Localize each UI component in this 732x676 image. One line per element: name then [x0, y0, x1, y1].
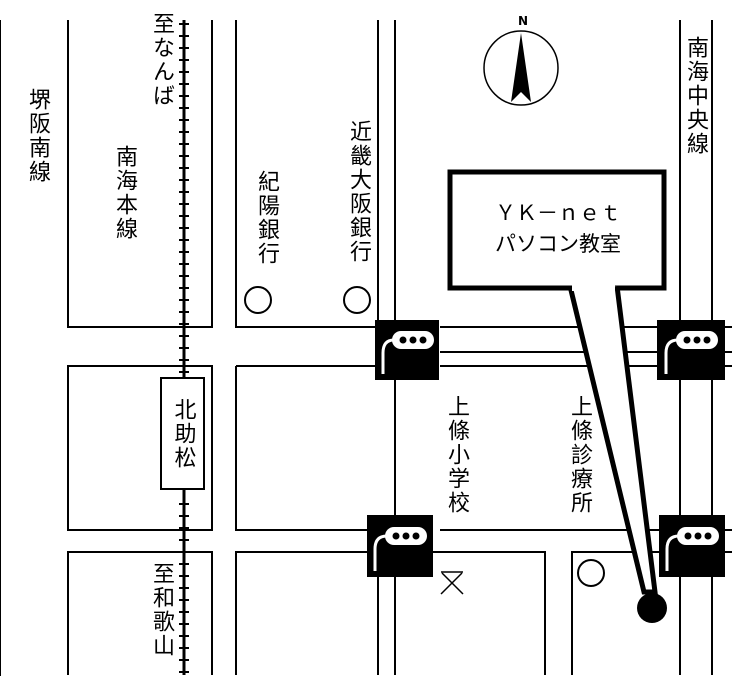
- destination-label: ＹＫ－ｎｅｔ パソコン教室: [460, 198, 656, 260]
- block-outline: [235, 20, 379, 328]
- destination-name-line1: ＹＫ－ｎｅｔ: [495, 201, 621, 225]
- traffic-signal-icon: [657, 320, 725, 380]
- label-sakai-hankai-line: 堺阪南線: [25, 88, 50, 184]
- traffic-signal-icon: [367, 515, 433, 577]
- station-box: 北助松: [160, 377, 205, 490]
- compass-north-letter: N: [516, 14, 530, 30]
- traffic-signal-icon: [375, 320, 439, 380]
- railway-line: [179, 20, 189, 675]
- block-outline: [67, 551, 213, 675]
- label-nankai-chuo-line: 南海中央線: [683, 36, 708, 156]
- label-elementary-school: 上條小学校: [444, 395, 469, 515]
- station-name: 北助松: [170, 397, 196, 470]
- block-outline: [235, 366, 395, 531]
- bank-marker-icon: [343, 286, 371, 314]
- label-nankai-main-line: 南海本線: [112, 145, 137, 241]
- block-outline: [67, 20, 213, 328]
- label-to-nanba: 至なんば: [149, 12, 174, 108]
- destination-marker-icon: [637, 593, 667, 623]
- traffic-signal-icon: [659, 515, 725, 577]
- block-outline: [394, 551, 546, 675]
- destination-name-line2: パソコン教室: [495, 232, 621, 256]
- block-outline: [67, 365, 213, 531]
- block-outline: [235, 551, 379, 675]
- school-symbol-icon: [440, 571, 464, 595]
- destination-callout: [447, 169, 667, 595]
- bank-marker-icon: [244, 286, 272, 314]
- label-kiyo-bank: 紀陽銀行: [254, 170, 279, 266]
- label-kinki-osaka-bank: 近畿大阪銀行: [346, 120, 371, 264]
- label-to-wakayama: 至和歌山: [149, 562, 174, 658]
- north-compass-icon: [483, 30, 559, 106]
- clinic-marker-icon: [577, 559, 605, 587]
- label-clinic: 上條診療所: [567, 395, 592, 515]
